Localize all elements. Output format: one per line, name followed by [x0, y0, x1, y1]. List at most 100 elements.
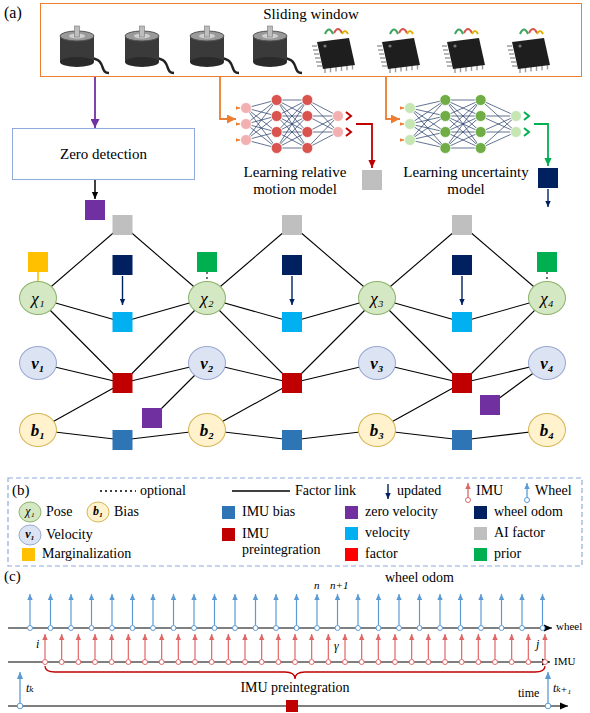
chip-pin — [445, 57, 450, 58]
flow-arrow — [220, 77, 236, 119]
arrow-head — [526, 634, 531, 640]
variable-label: χ₂ — [200, 290, 213, 307]
chip-logo — [455, 30, 463, 35]
factor-square — [282, 255, 302, 275]
arrow-head — [236, 138, 240, 142]
neuron — [271, 111, 282, 122]
arrow-head — [171, 594, 176, 600]
legend-frame — [8, 478, 582, 566]
neuron — [241, 119, 252, 130]
arrow-head — [545, 201, 550, 207]
chip-pin — [443, 49, 448, 50]
arrow-head — [560, 702, 568, 709]
annotation-label: tₖ — [26, 682, 34, 695]
sample-dot — [343, 660, 348, 665]
legend-label: Pose — [46, 504, 72, 520]
arrow-head — [150, 594, 155, 600]
arrow-head — [545, 672, 551, 679]
sample-dot — [126, 660, 131, 665]
chip-logo — [399, 29, 407, 33]
sample-dot — [233, 626, 238, 631]
legend-swatch — [474, 548, 487, 561]
variable-circle-sample — [19, 525, 41, 545]
chip-pin — [381, 61, 386, 62]
factor-square — [362, 170, 382, 190]
sample-dot — [209, 660, 214, 665]
arrow-head — [335, 594, 340, 600]
sample-dot — [359, 660, 364, 665]
factor-square — [113, 215, 133, 235]
sample-dot — [293, 660, 298, 665]
variable-label: v₃ — [370, 355, 383, 372]
annotation-label: (c) — [4, 568, 21, 585]
arrow-head — [17, 672, 23, 679]
sample-dot — [130, 626, 135, 631]
variable-circle: χ₃ — [358, 281, 396, 315]
variable-circle: χ₂ — [188, 281, 226, 315]
legend-swatch — [222, 506, 235, 519]
arrow-head — [130, 594, 135, 600]
arrow-head — [142, 634, 147, 640]
arrow-head — [359, 634, 364, 640]
legend-label: factor — [365, 546, 398, 562]
chip-pin — [511, 61, 516, 62]
factor-square — [28, 252, 48, 272]
arrow-head — [376, 634, 381, 640]
annotation-label: γ — [334, 640, 339, 653]
variable-circle-sample — [87, 502, 109, 522]
chip-logo — [529, 29, 537, 33]
arrow-head — [426, 634, 431, 640]
chip-dot — [323, 44, 326, 47]
chip-logo — [464, 29, 472, 33]
sample-dot — [409, 660, 414, 665]
arrow-head — [59, 634, 64, 640]
arrow-head — [478, 594, 483, 600]
sample-dot — [459, 660, 464, 665]
arrow-head — [273, 594, 278, 600]
arrow-head — [459, 634, 464, 640]
sample-dot — [253, 626, 258, 631]
arrow-head — [232, 594, 237, 600]
legend-swatch — [474, 506, 487, 519]
arrow-head — [465, 483, 470, 489]
network-link — [277, 100, 308, 148]
chip-body — [317, 38, 355, 69]
arrow-head — [342, 634, 347, 640]
sample-dot — [443, 660, 448, 665]
factor-graph — [28, 200, 557, 450]
variable-label: χ₃ — [370, 290, 383, 307]
chip-logo — [325, 30, 333, 35]
arrow-head — [400, 122, 404, 126]
arrow-head — [355, 594, 360, 600]
factor-square — [113, 373, 133, 393]
neuron — [241, 103, 252, 114]
variable-circle: b₃ — [358, 413, 396, 447]
neuron — [475, 111, 486, 122]
arrow-head — [314, 594, 319, 600]
chip-dot — [518, 44, 521, 47]
arrow-head — [109, 594, 114, 600]
variable-circle: b₁ — [19, 413, 57, 447]
arrow-head — [458, 594, 463, 600]
sliding-window-box: Sliding window — [40, 3, 582, 77]
sample-dot — [274, 626, 279, 631]
variable-circle-sample — [19, 502, 41, 522]
arrow-head — [540, 594, 545, 600]
chip-dot — [388, 44, 391, 47]
sample-dot — [417, 626, 422, 631]
arrow-head — [409, 634, 414, 640]
chip-body — [512, 38, 550, 69]
variable-label: v₂ — [200, 355, 213, 372]
arrow-head — [253, 594, 258, 600]
sample-dot — [545, 703, 551, 709]
encoder-base — [190, 57, 224, 67]
sample-dot — [509, 660, 514, 665]
variable-circle: v₃ — [358, 346, 396, 380]
annotation-label: IMU — [554, 655, 575, 667]
variable-circle: χ₄ — [528, 281, 566, 315]
solid-line-sample — [232, 490, 290, 491]
variable-label: v₁ — [31, 355, 44, 372]
legend-swatch — [345, 548, 358, 561]
chip-logo — [390, 30, 398, 35]
